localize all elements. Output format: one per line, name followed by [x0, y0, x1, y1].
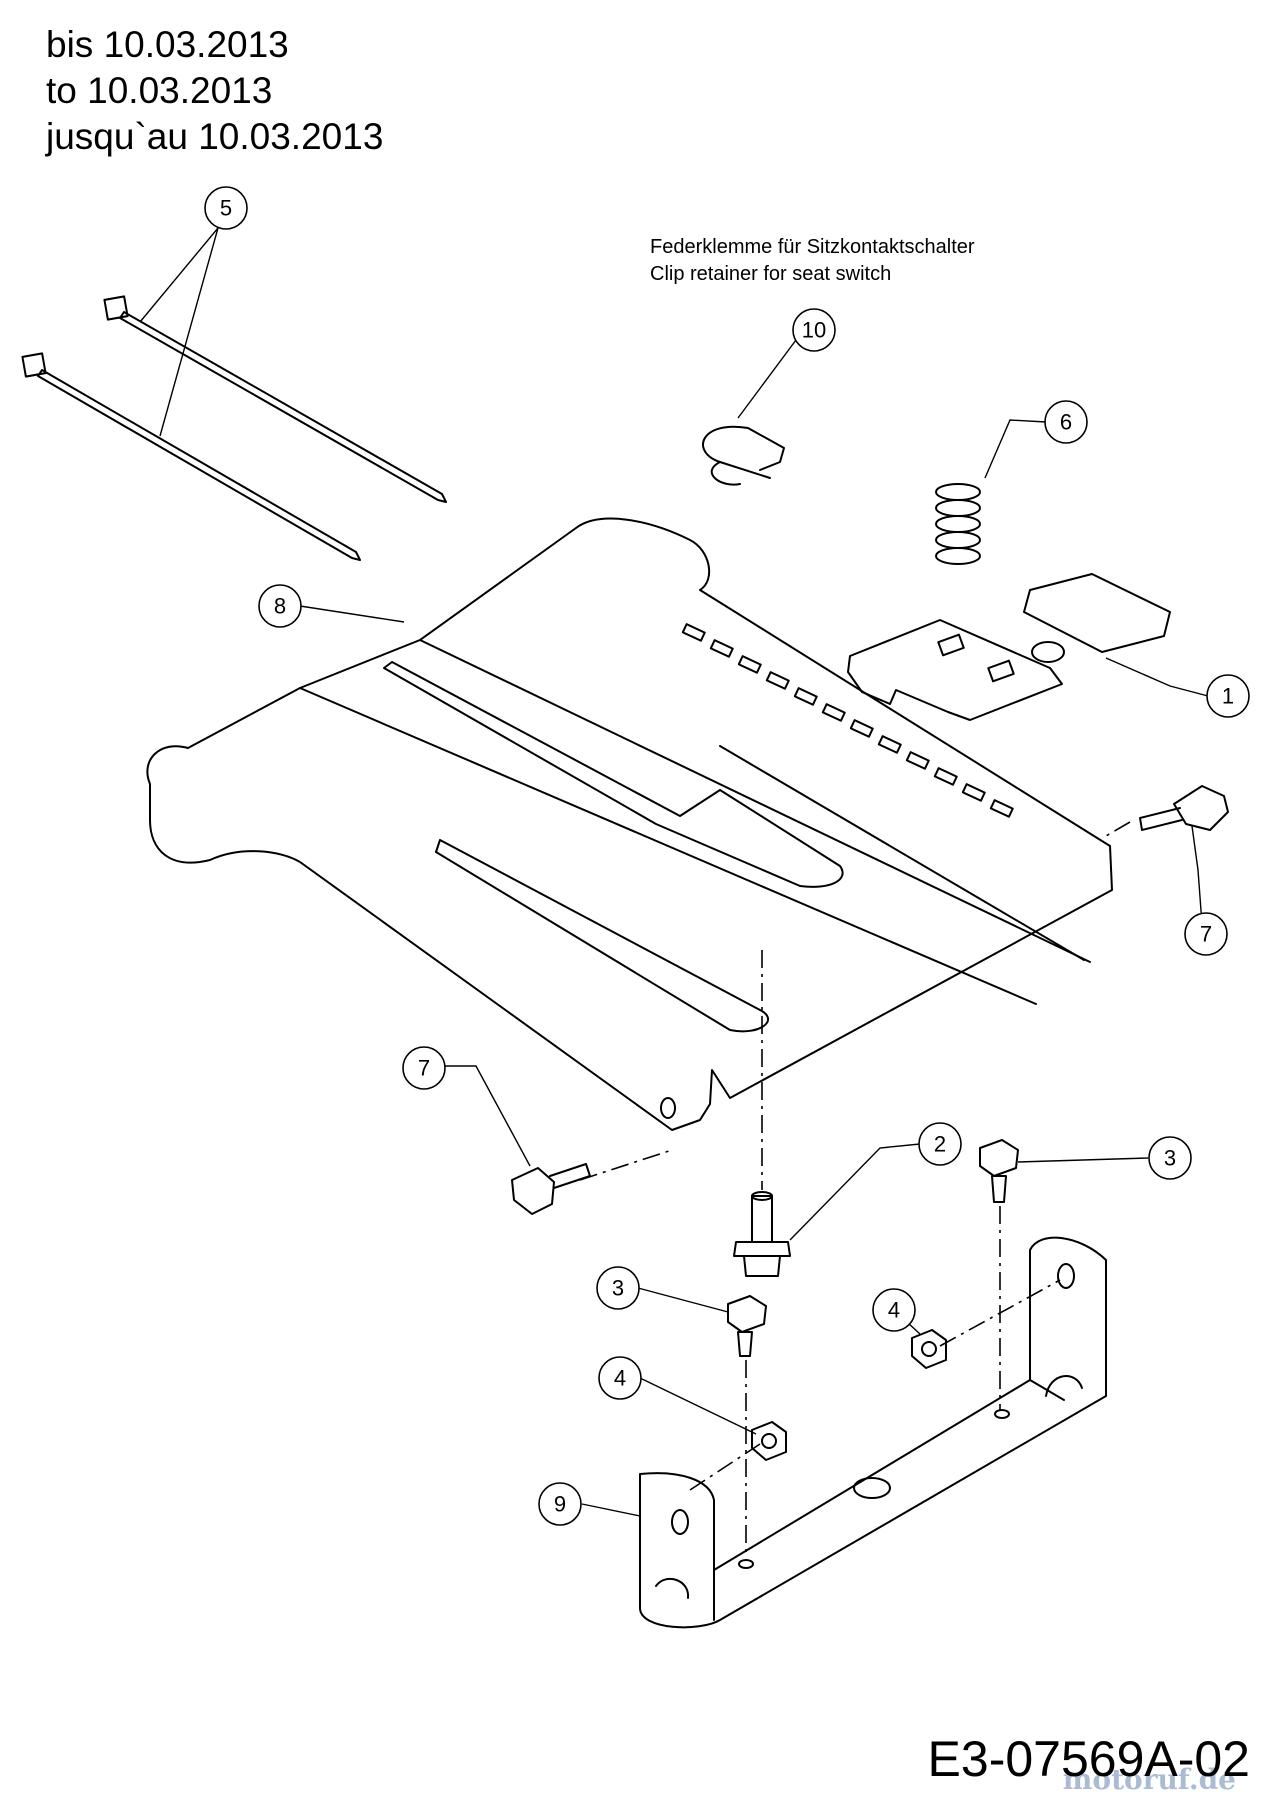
seat-plate-part	[146, 517, 1113, 1131]
svg-text:2: 2	[934, 1132, 946, 1157]
callout-10: 10	[792, 308, 836, 352]
leader-10	[737, 339, 797, 419]
svg-text:6: 6	[1060, 410, 1072, 435]
callout-7-right: 7	[1184, 912, 1228, 956]
leader-9	[581, 1503, 641, 1517]
bolt-left	[511, 1163, 591, 1215]
leader-3-left	[637, 1287, 729, 1313]
clip-retainer-part	[702, 425, 785, 486]
axis-left-nut	[689, 1443, 761, 1491]
leader-5	[139, 227, 219, 437]
validity-date-en: to 10.03.2013	[46, 70, 273, 111]
leader-7-right	[1191, 825, 1203, 925]
nut-left	[751, 1421, 787, 1461]
screw-right	[979, 1139, 1019, 1203]
callout-3-right: 3	[1148, 1136, 1192, 1180]
svg-text:10: 10	[802, 318, 826, 343]
clip-retainer-note-en: Clip retainer for seat switch	[650, 263, 892, 285]
svg-text:5: 5	[220, 196, 232, 221]
leader-3-right	[1017, 1157, 1149, 1163]
seat-switch-bracket-part	[847, 573, 1171, 721]
clip-retainer-note: Federklemme für Sitzkontaktschalter Clip…	[650, 234, 975, 288]
svg-text:4: 4	[888, 1298, 900, 1323]
screw-left	[727, 1295, 767, 1357]
pivot-pin-part	[733, 1191, 791, 1277]
svg-text:3: 3	[1164, 1146, 1176, 1171]
callout-5: 5	[204, 186, 248, 230]
leader-2	[789, 1143, 921, 1241]
callout-2: 2	[918, 1122, 962, 1166]
svg-text:7: 7	[1200, 922, 1212, 947]
validity-date-de: bis 10.03.2013	[46, 24, 289, 65]
leader-4-left	[639, 1377, 757, 1435]
callout-1: 1	[1206, 674, 1250, 718]
svg-text:4: 4	[614, 1366, 626, 1391]
leader-8	[299, 605, 405, 623]
axis-left-bolt	[579, 1149, 673, 1181]
callout-4-right: 4	[872, 1288, 916, 1332]
axis-right-nut	[939, 1279, 1061, 1347]
validity-date-fr: jusqu`au 10.03.2013	[46, 116, 384, 157]
drawing-code: E3-07569A-02	[927, 1731, 1250, 1787]
callout-9: 9	[538, 1482, 582, 1526]
nut-right	[911, 1329, 947, 1369]
callout-7-left: 7	[402, 1046, 446, 1090]
leader-6	[984, 419, 1047, 479]
callout-8: 8	[258, 584, 302, 628]
cable-tie-lower	[21, 352, 361, 561]
svg-text:3: 3	[612, 1276, 624, 1301]
svg-text:8: 8	[274, 594, 286, 619]
callout-6: 6	[1044, 400, 1088, 444]
spring-part	[935, 483, 981, 565]
leader-1	[1105, 657, 1209, 697]
svg-text:7: 7	[418, 1056, 430, 1081]
mounting-bracket-part	[639, 1236, 1107, 1629]
validity-date-block: bis 10.03.2013 to 10.03.2013 jusqu`au 10…	[46, 22, 383, 160]
site-watermark: motoruf.de	[1062, 1763, 1236, 1796]
cable-tie-upper	[103, 295, 447, 503]
callout-3-left: 3	[596, 1266, 640, 1310]
bolt-right	[1139, 785, 1229, 831]
svg-text:1: 1	[1222, 684, 1234, 709]
svg-text:9: 9	[554, 1492, 566, 1517]
clip-retainer-note-de: Federklemme für Sitzkontaktschalter	[650, 236, 975, 258]
axis-right-bolt	[1105, 821, 1131, 837]
callout-4-left: 4	[598, 1356, 642, 1400]
leader-7-left	[444, 1065, 531, 1167]
